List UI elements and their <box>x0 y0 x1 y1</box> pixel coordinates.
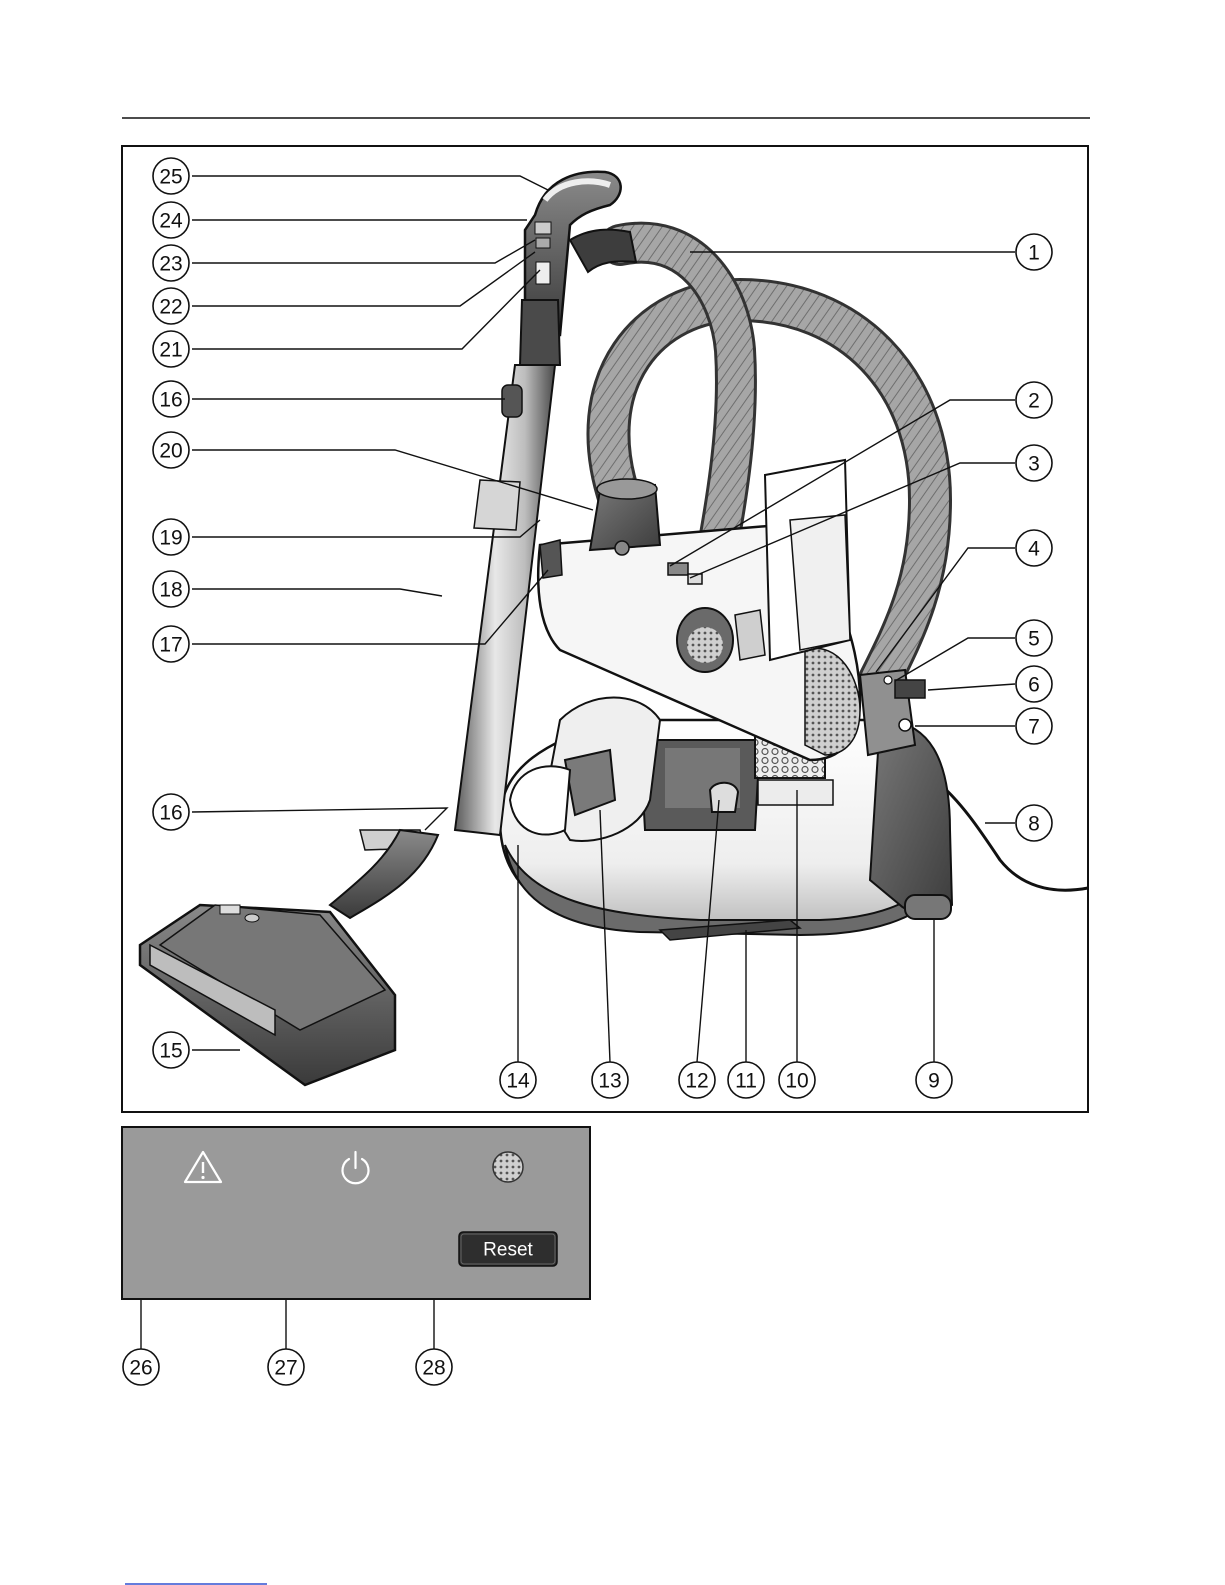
callout-4: 4 <box>1028 538 1040 561</box>
callout-6: 6 <box>1028 674 1040 697</box>
filter-indicator-icon <box>493 1152 523 1182</box>
reset-button[interactable]: Reset <box>459 1232 557 1266</box>
callout-27: 27 <box>274 1357 297 1380</box>
callout-7: 7 <box>1028 716 1040 739</box>
callout-23: 23 <box>159 253 182 276</box>
callout-28: 28 <box>422 1357 445 1380</box>
callout-12: 12 <box>685 1070 708 1093</box>
callout-24: 24 <box>159 210 183 233</box>
callout-10: 10 <box>785 1070 808 1093</box>
callout-9: 9 <box>928 1070 940 1093</box>
callout-25: 25 <box>159 166 182 189</box>
callout-21: 21 <box>159 339 182 362</box>
control-panel: Reset <box>122 1127 590 1299</box>
callout-17: 17 <box>159 634 182 657</box>
callout-11: 11 <box>735 1070 757 1093</box>
reset-button-label: Reset <box>483 1240 533 1261</box>
callout-18: 18 <box>159 579 182 602</box>
callout-1: 1 <box>1028 242 1040 265</box>
callout-5: 5 <box>1028 628 1040 651</box>
callout-20: 20 <box>159 440 182 463</box>
callout-16-lower: 16 <box>159 802 182 825</box>
callout-13: 13 <box>598 1070 621 1093</box>
callout-15: 15 <box>159 1040 182 1063</box>
callout-19: 19 <box>159 527 182 550</box>
callout-14: 14 <box>506 1070 530 1093</box>
callout-2: 2 <box>1028 390 1040 413</box>
callout-8: 8 <box>1028 813 1040 836</box>
callout-3: 3 <box>1028 453 1040 476</box>
callout-16-upper: 16 <box>159 389 182 412</box>
callout-22: 22 <box>159 296 182 319</box>
callout-26: 26 <box>129 1357 152 1380</box>
